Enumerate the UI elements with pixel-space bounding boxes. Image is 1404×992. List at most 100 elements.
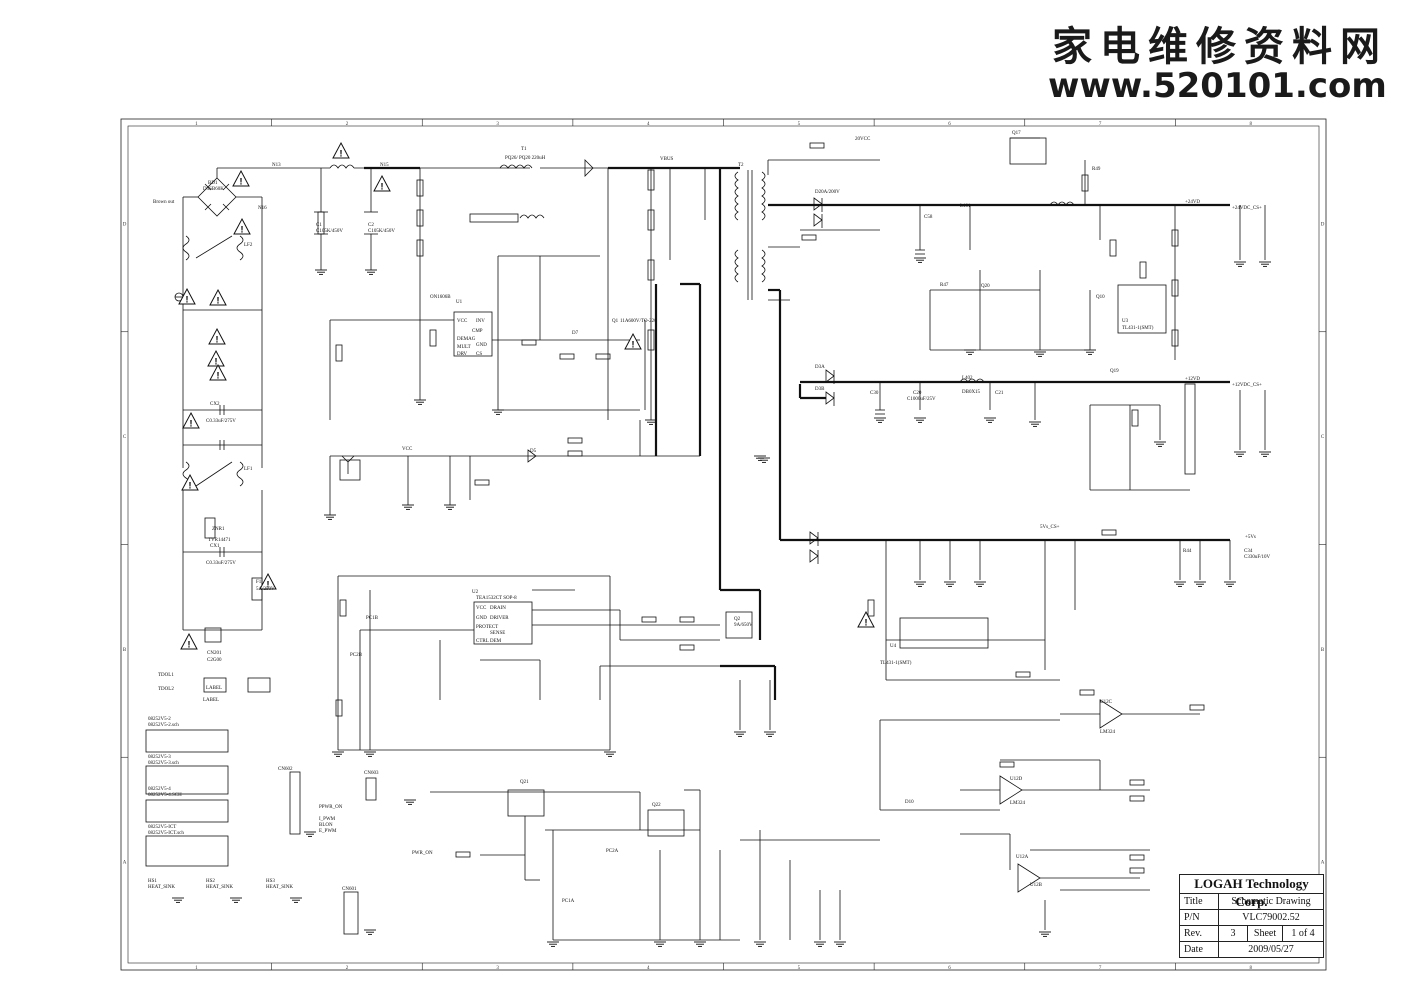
q17-label: Q17 bbox=[1012, 131, 1021, 136]
watermark-url: www.520101.com bbox=[1048, 66, 1387, 106]
ground-icon bbox=[1084, 349, 1096, 355]
svg-text:!: ! bbox=[240, 177, 243, 187]
u3-value: TL431-1(SMT) bbox=[1122, 326, 1154, 331]
svg-text:!: ! bbox=[186, 295, 189, 305]
svg-text:!: ! bbox=[216, 335, 219, 345]
pc2a-label: PC2A bbox=[606, 849, 619, 854]
ground-icon bbox=[290, 897, 302, 903]
zone-row-label: C bbox=[123, 435, 127, 440]
ground-icon bbox=[444, 504, 456, 510]
d7-value: D20A/200V bbox=[815, 190, 840, 195]
warning-icon: ! bbox=[178, 287, 196, 305]
title-label: Title bbox=[1180, 894, 1219, 909]
pc2b-label: PC2B bbox=[350, 653, 363, 658]
bom-note-2: 08252V5-2.sch bbox=[148, 723, 179, 728]
u1-pin-cs: CS bbox=[476, 352, 482, 357]
d3b-label: D3B bbox=[815, 387, 825, 392]
zone-row-label: B bbox=[1321, 648, 1325, 653]
u1-pin-demag: DEMAG bbox=[457, 337, 476, 342]
ground-icon bbox=[315, 269, 327, 275]
warning-icon: ! bbox=[857, 610, 875, 628]
q20-label: Q20 bbox=[981, 284, 990, 289]
cn602-label: CN602 bbox=[278, 767, 293, 772]
u12b-label: U12B bbox=[1030, 883, 1043, 888]
warning-icon: ! bbox=[259, 572, 277, 590]
warning-icon: ! bbox=[181, 473, 199, 491]
u1-pin-drv: DRV bbox=[457, 352, 468, 357]
date-value: 2009/05/27 bbox=[1248, 944, 1294, 955]
ground-icon bbox=[332, 751, 344, 757]
zone-column-label: 4 bbox=[647, 966, 650, 971]
ground-icon bbox=[364, 929, 376, 935]
ground-icon bbox=[694, 941, 706, 947]
svg-text:!: ! bbox=[215, 357, 218, 367]
ground-icon bbox=[172, 897, 184, 903]
u2-pin-dem: DEM bbox=[490, 639, 502, 644]
cn603-label: CN603 bbox=[364, 771, 379, 776]
d10-label: D10 bbox=[905, 800, 914, 805]
u1-pin-gnd: GND bbox=[476, 343, 487, 348]
resistor-marks bbox=[335, 142, 1205, 874]
pn-value: VLC79002.52 bbox=[1242, 912, 1300, 923]
bom-note-5: 08252V5-4 bbox=[148, 787, 171, 792]
zone-column-label: 6 bbox=[948, 966, 951, 971]
zone-column-label: 3 bbox=[496, 966, 499, 971]
cn601-label: CN601 bbox=[342, 887, 357, 892]
svg-text:!: ! bbox=[241, 225, 244, 235]
c20-label: C20 bbox=[913, 391, 922, 396]
watermark-chinese: 家电维修资料网 bbox=[1052, 23, 1388, 70]
hs3-label: HS3 bbox=[266, 879, 275, 884]
zone-row-label: B bbox=[123, 648, 127, 653]
zone-column-label: 2 bbox=[346, 122, 349, 127]
c1-value: C105K/450V bbox=[316, 229, 343, 234]
u1-value: ON1606B bbox=[430, 295, 451, 300]
l402-label: L402 bbox=[962, 376, 973, 381]
rev-value: 3 bbox=[1219, 926, 1248, 941]
u1-pin-vcc: VCC bbox=[457, 319, 468, 324]
pfc-section bbox=[329, 159, 720, 515]
svg-text:!: ! bbox=[865, 618, 868, 628]
ground-icon bbox=[1034, 351, 1046, 357]
q2-label: Q2 bbox=[734, 617, 741, 622]
c34-label: C34 bbox=[1244, 549, 1253, 554]
ground-icon bbox=[1029, 421, 1041, 427]
ground-icon bbox=[654, 941, 666, 947]
net-label-i-pwm: I_PWM bbox=[319, 817, 336, 822]
pn-label: P/N bbox=[1180, 910, 1219, 925]
lf1-label: LF1 bbox=[244, 467, 253, 472]
rev-row: Rev. 3 Sheet 1 of 4 bbox=[1180, 926, 1323, 942]
title-value: Schematic Drawing bbox=[1231, 896, 1311, 907]
zone-row-label: A bbox=[123, 861, 127, 866]
control-section bbox=[430, 699, 1200, 941]
ground-icon bbox=[1234, 451, 1246, 457]
ground-icon bbox=[492, 409, 504, 415]
bom-note-1: 08252V5-2 bbox=[148, 717, 171, 722]
u1-pin-cmp: CMP bbox=[472, 329, 483, 334]
d7-label: D7 bbox=[572, 331, 579, 336]
warning-icon: ! bbox=[233, 217, 251, 235]
znr1-label: ZNR1 bbox=[212, 527, 225, 532]
ac-input-section bbox=[174, 164, 530, 643]
zone-column-label: 7 bbox=[1099, 122, 1102, 127]
transformer-t2 bbox=[734, 159, 880, 301]
ground-icon bbox=[1234, 261, 1246, 267]
ground-icon bbox=[914, 257, 926, 263]
u12c-label: U12C bbox=[1100, 700, 1113, 705]
zone-row-label: C bbox=[1321, 435, 1325, 440]
cx2-value: C0.33uF/275V bbox=[206, 419, 236, 424]
net-label-24v: +24VD bbox=[1185, 200, 1200, 205]
cn201-value: C2G00 bbox=[207, 658, 222, 663]
net-label-pwr-on: PWR_ON bbox=[412, 851, 433, 856]
zone-column-label: 1 bbox=[195, 122, 198, 127]
znr1-value: TVR14471 bbox=[208, 538, 231, 543]
tdol1-label: TDOL1 bbox=[158, 673, 174, 678]
c21-label: C21 bbox=[995, 391, 1004, 396]
d3a-label: D3A bbox=[815, 365, 825, 370]
r49-label: R49 bbox=[1092, 167, 1101, 172]
title-block: LOGAH Technology Corp. Title Schematic D… bbox=[1179, 874, 1324, 958]
q10-label: Q10 bbox=[1096, 295, 1105, 300]
zone-column-label: 8 bbox=[1249, 966, 1252, 971]
warning-icon: ! bbox=[209, 363, 227, 381]
ground-icon bbox=[834, 941, 846, 947]
u4-label: U4 bbox=[890, 644, 897, 649]
